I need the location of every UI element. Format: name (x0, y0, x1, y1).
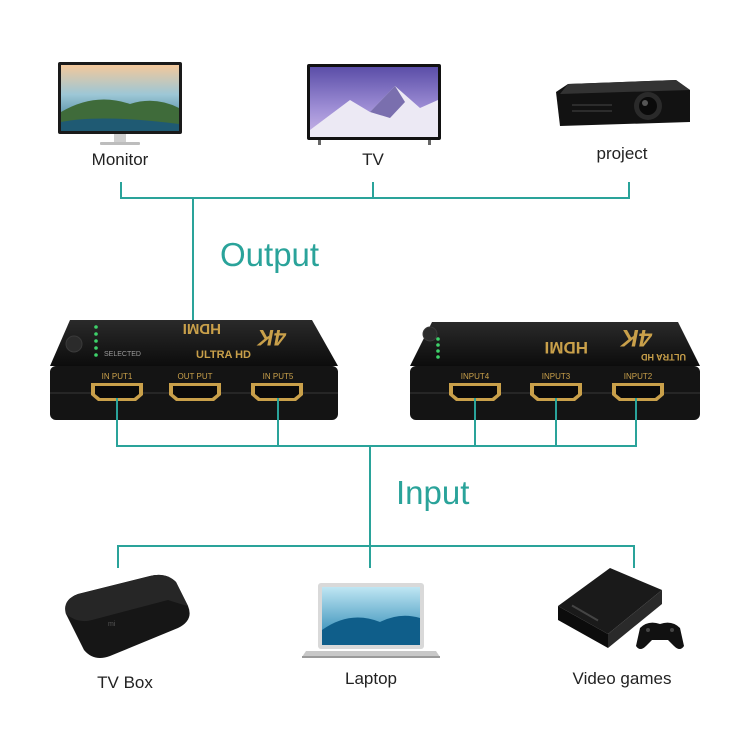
badge-4k: 4K (256, 325, 287, 350)
video-games-label: Video games (573, 669, 672, 688)
hdmi-port-input5[interactable] (251, 383, 303, 401)
select-label: SELECTED (104, 351, 141, 358)
hdmi-port-input4[interactable] (449, 383, 501, 401)
tv-box-icon: mi (65, 574, 190, 658)
hdmi-port-input3[interactable] (530, 383, 582, 401)
laptop-label: Laptop (345, 669, 397, 688)
hdmi-port-input2[interactable] (612, 383, 664, 401)
hdmi-port-input1[interactable] (91, 383, 143, 401)
hdmi-switch-left: HDMI 4K ULTRA HD SELECTED IN PUT1 OUT PU… (50, 320, 338, 420)
monitor-label: Monitor (92, 150, 149, 169)
hdmi-switch-right: HDMI 4K ULTRA HD INPUT4 INPUT3 INPUT2 (410, 322, 700, 420)
tv-icon (307, 64, 441, 145)
monitor-icon (58, 62, 182, 145)
port-label-input2: INPUT2 (624, 372, 653, 381)
projector-icon (556, 80, 690, 126)
input-group-label: Input (396, 474, 469, 511)
game-console-icon (558, 568, 684, 649)
led-indicators (94, 325, 98, 357)
led-indicators-right (436, 337, 440, 359)
ultra-hd-label-right: ULTRA HD (641, 352, 686, 362)
port-label-input3: INPUT3 (542, 372, 571, 381)
port-label-input5: IN PUT5 (263, 372, 294, 381)
port-label-input1: IN PUT1 (102, 372, 133, 381)
input-connector-lines (116, 398, 637, 568)
hdmi-logo: HDMI (183, 320, 221, 337)
hdmi-port-output[interactable] (169, 383, 221, 401)
projector-label: project (596, 144, 647, 163)
badge-4k-right: 4K (620, 324, 653, 351)
output-group-label: Output (220, 236, 319, 273)
laptop-icon (302, 583, 440, 658)
svg-text:mi: mi (108, 621, 116, 628)
port-label-output: OUT PUT (178, 372, 213, 381)
tv-label: TV (362, 150, 384, 169)
port-label-input4: INPUT4 (461, 372, 490, 381)
tv-box-label: TV Box (97, 673, 153, 692)
hdmi-logo-right: HDMI (545, 338, 588, 357)
ultra-hd-label: ULTRA HD (196, 349, 251, 361)
